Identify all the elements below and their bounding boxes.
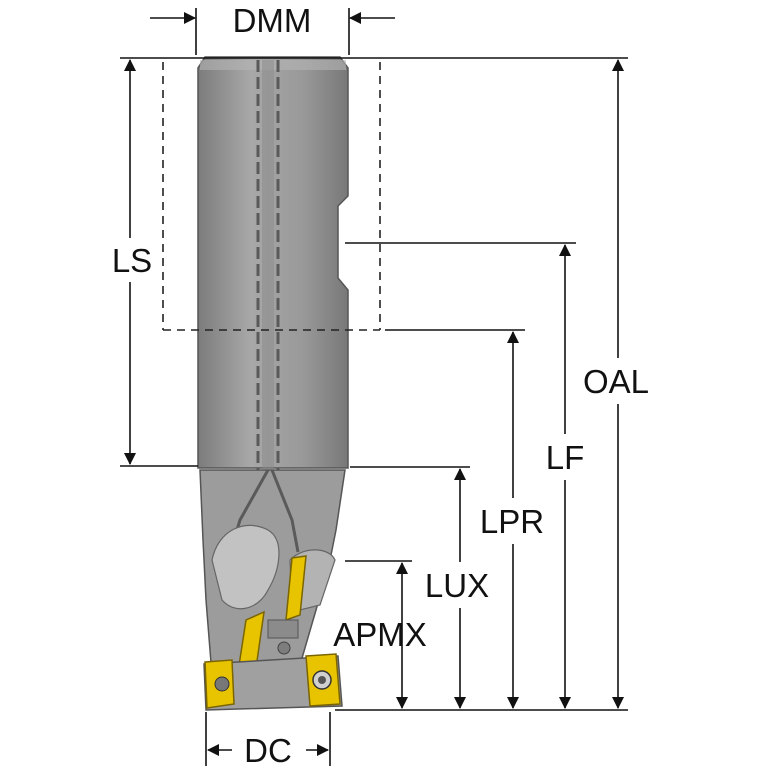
- upper-insert: [285, 555, 307, 622]
- insert-screw: [277, 641, 291, 655]
- label-dc: DC: [244, 732, 292, 767]
- label-lf: LF: [546, 439, 585, 476]
- label-lux: LUX: [425, 567, 489, 604]
- label-apmx: APMX: [333, 616, 427, 653]
- label-lpr: LPR: [480, 503, 544, 540]
- bottom-insert-left-screw: [214, 676, 230, 692]
- dashed-outline: [162, 62, 381, 331]
- chip-pocket: [211, 524, 280, 610]
- tool-body: [197, 56, 349, 711]
- label-ls: LS: [112, 242, 152, 279]
- coolant-branch-right: [270, 469, 300, 553]
- label-oal: OAL: [583, 363, 649, 400]
- bottom-insert-right-screw-core: [318, 676, 326, 684]
- insert-seat: [267, 619, 299, 639]
- extension-lines: [120, 8, 628, 766]
- coolant-core: [262, 60, 274, 470]
- label-dmm: DMM: [233, 2, 312, 39]
